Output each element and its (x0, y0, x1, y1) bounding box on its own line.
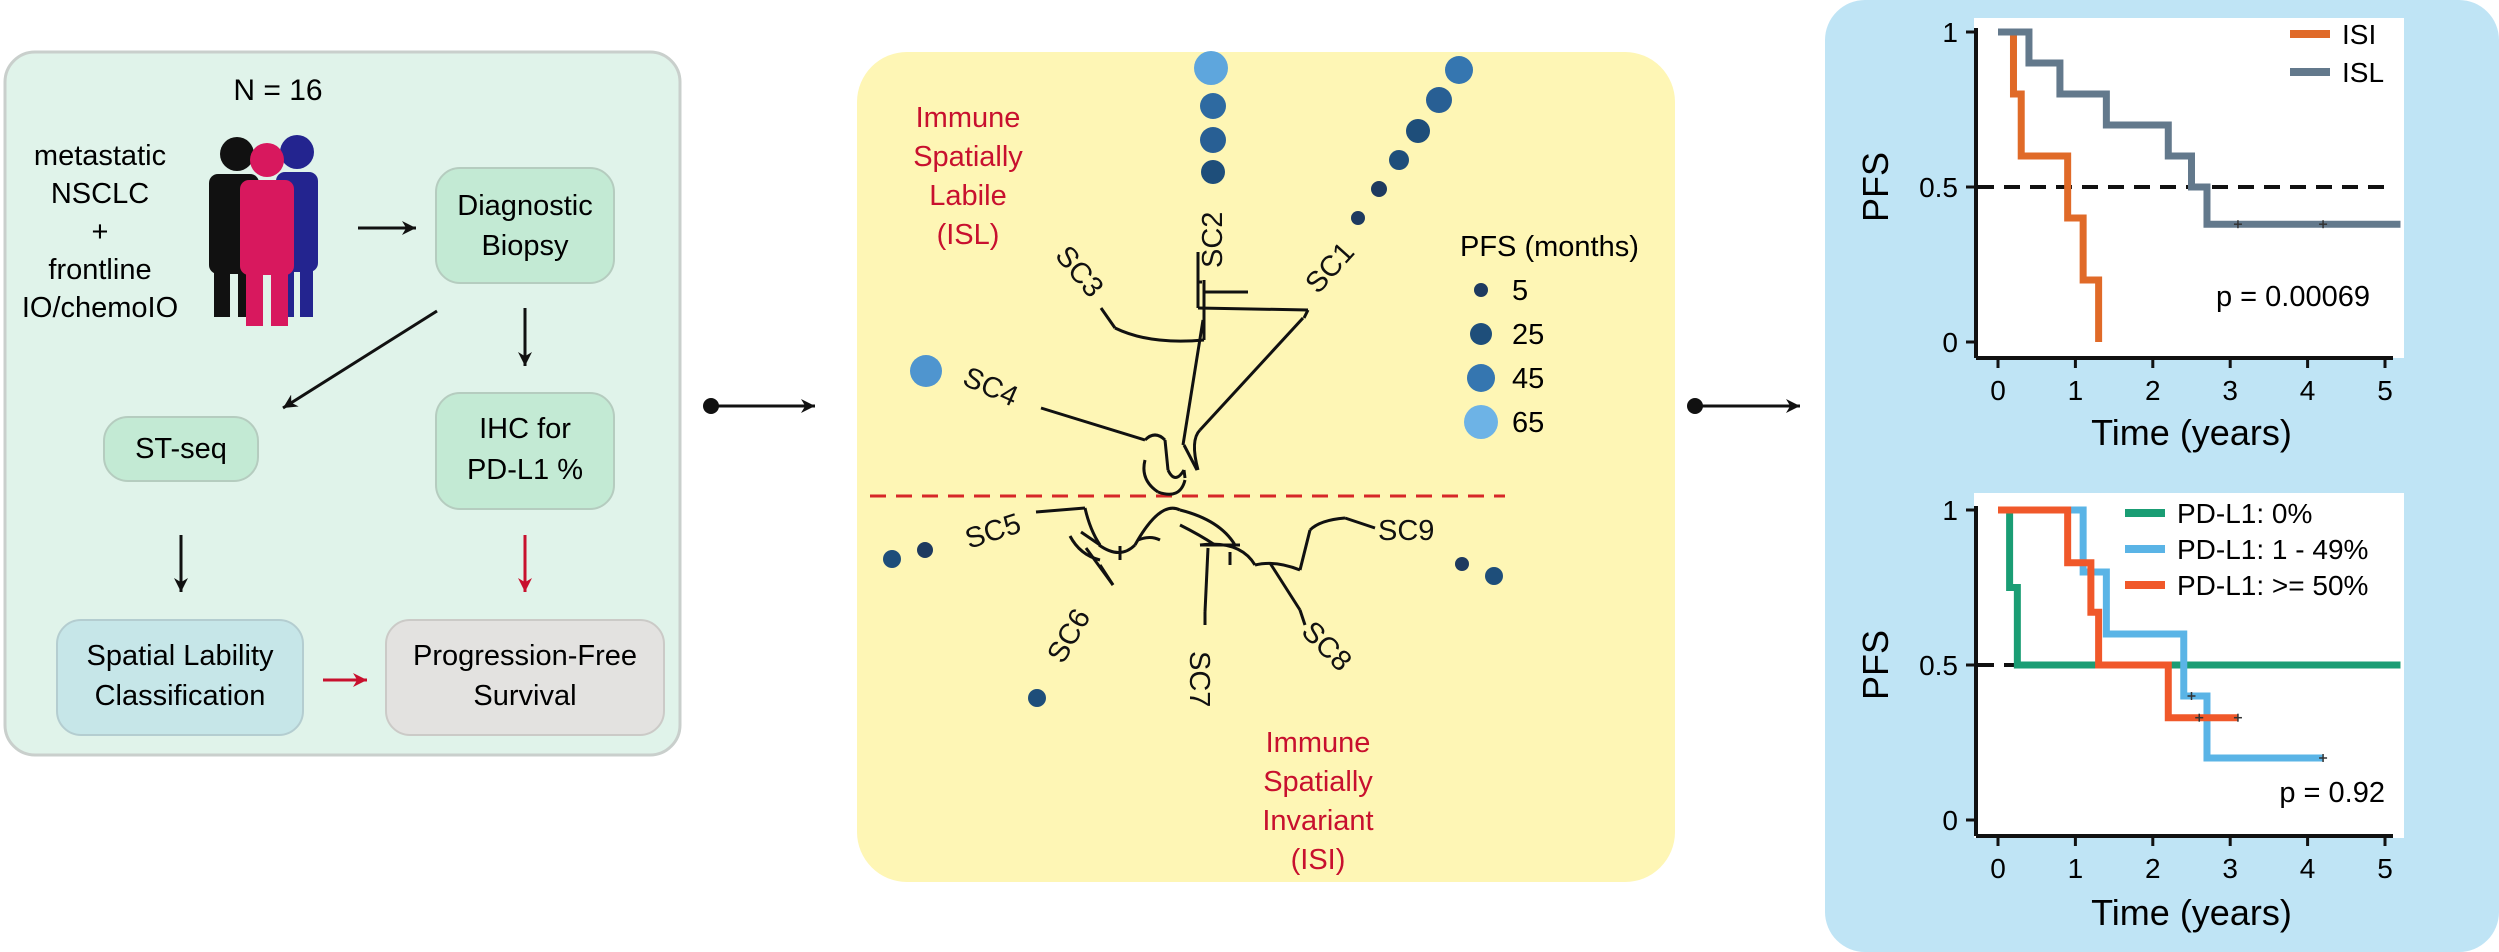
km-curve (1998, 506, 2324, 762)
patients-icon (209, 135, 318, 326)
legend-value: 5 (1512, 275, 1528, 307)
n-label: N = 16 (233, 74, 322, 107)
flow-arrow (282, 309, 438, 410)
x-axis-label: Time (years) (2091, 412, 2292, 453)
group-label-line: Spatially (1263, 766, 1373, 798)
legend-value: 65 (1512, 407, 1544, 439)
panel-connector (703, 398, 815, 414)
x-tick-label: 4 (2300, 853, 2316, 884)
pfs-size-legend: PFS (months) 5 25 45 65 (1460, 231, 1639, 439)
legend-dot (1470, 323, 1492, 345)
cohort-line: + (92, 216, 109, 248)
dendrogram-tree (1035, 252, 1376, 626)
x-tick-label: 0 (1990, 853, 2006, 884)
diagnostic-biopsy-box: Diagnostic Biopsy (435, 167, 615, 284)
x-tick-label: 5 (2377, 375, 2393, 406)
legend-dot (1467, 364, 1495, 392)
km-curve (1998, 28, 2401, 228)
x-tick-label: 0 (1990, 375, 2006, 406)
x-tick-label: 1 (2068, 375, 2084, 406)
dendrogram-panel: Immune Spatially Labile (ISL) Immune Spa… (857, 51, 1675, 882)
y-tick-label: 0 (1942, 327, 1958, 358)
legend-value: 25 (1512, 319, 1544, 351)
y-tick-label: 1 (1942, 17, 1958, 48)
progression-free-survival-box: Progression-Free Survival (385, 619, 665, 736)
legend-label: PD-L1: >= 50% (2177, 570, 2368, 601)
cohort-line: frontline (48, 254, 151, 286)
cohort-line: NSCLC (51, 178, 149, 210)
group-label-line: Immune (916, 102, 1021, 134)
p-value: p = 0.00069 (2216, 281, 2370, 313)
box-text: Diagnostic (457, 190, 592, 222)
legend-label: ISI (2342, 19, 2376, 50)
legend-label: PD-L1: 0% (2177, 498, 2312, 529)
x-tick-label: 3 (2222, 375, 2238, 406)
group-label-line: Immune (1266, 727, 1371, 759)
legend-dot (1464, 405, 1498, 439)
group-label-line: Invariant (1262, 805, 1373, 837)
legend-dot (1474, 283, 1488, 297)
workflow-panel: N = 16 metastatic NSCLC + frontline IO/c… (3, 50, 682, 757)
x-tick-label: 1 (2068, 853, 2084, 884)
x-tick-label: 5 (2377, 853, 2393, 884)
x-tick-label: 2 (2145, 375, 2161, 406)
y-axis-label: PFS (1855, 152, 1896, 222)
cluster-label: SC9 (1378, 515, 1434, 547)
box-text: IHC for (479, 413, 571, 445)
group-label-line: (ISI) (1291, 844, 1346, 876)
cohort-description: metastatic NSCLC + frontline IO/chemoIO (22, 140, 178, 324)
group-label-line: Labile (929, 180, 1006, 212)
y-tick-label: 0.5 (1919, 650, 1958, 681)
spatial-lability-box: Spatial Lability Classification (56, 619, 304, 736)
legend-label: ISL (2342, 57, 2384, 88)
group-label-line: (ISL) (937, 219, 1000, 251)
st-seq-box: ST-seq (103, 416, 259, 482)
y-tick-label: 0.5 (1919, 172, 1958, 203)
pfs-dots (883, 51, 1503, 707)
km-curve (1998, 28, 2103, 342)
box-text: Classification (95, 680, 266, 712)
x-tick-label: 2 (2145, 853, 2161, 884)
cluster-label: SC2 (1197, 212, 1229, 268)
group-label-line: Spatially (913, 141, 1023, 173)
cohort-line: metastatic (34, 140, 166, 172)
y-tick-label: 0 (1942, 805, 1958, 836)
isl-group-label: Immune Spatially Labile (ISL) (913, 102, 1023, 251)
isi-group-label: Immune Spatially Invariant (ISI) (1262, 727, 1373, 876)
x-tick-label: 4 (2300, 375, 2316, 406)
km-curve (1998, 506, 2238, 722)
cohort-line: IO/chemoIO (22, 292, 178, 324)
ihc-box: IHC for PD-L1 % (435, 392, 615, 510)
legend-label: PD-L1: 1 - 49% (2177, 534, 2368, 565)
x-tick-label: 3 (2222, 853, 2238, 884)
legend-title: PFS (months) (1460, 231, 1639, 263)
y-axis-label: PFS (1855, 630, 1896, 700)
box-text: Biopsy (481, 230, 569, 262)
panel-connector (1687, 398, 1800, 414)
x-axis-label: Time (years) (2091, 892, 2292, 933)
cluster-label: SC7 (1183, 651, 1215, 707)
legend-value: 45 (1512, 363, 1544, 395)
box-text: PD-L1 % (467, 454, 583, 486)
box-text: Survival (473, 680, 576, 712)
box-text: Progression-Free (413, 640, 637, 672)
box-text: ST-seq (135, 433, 227, 465)
p-value: p = 0.92 (2279, 777, 2385, 809)
y-tick-label: 1 (1942, 495, 1958, 526)
box-text: Spatial Lability (87, 640, 274, 672)
